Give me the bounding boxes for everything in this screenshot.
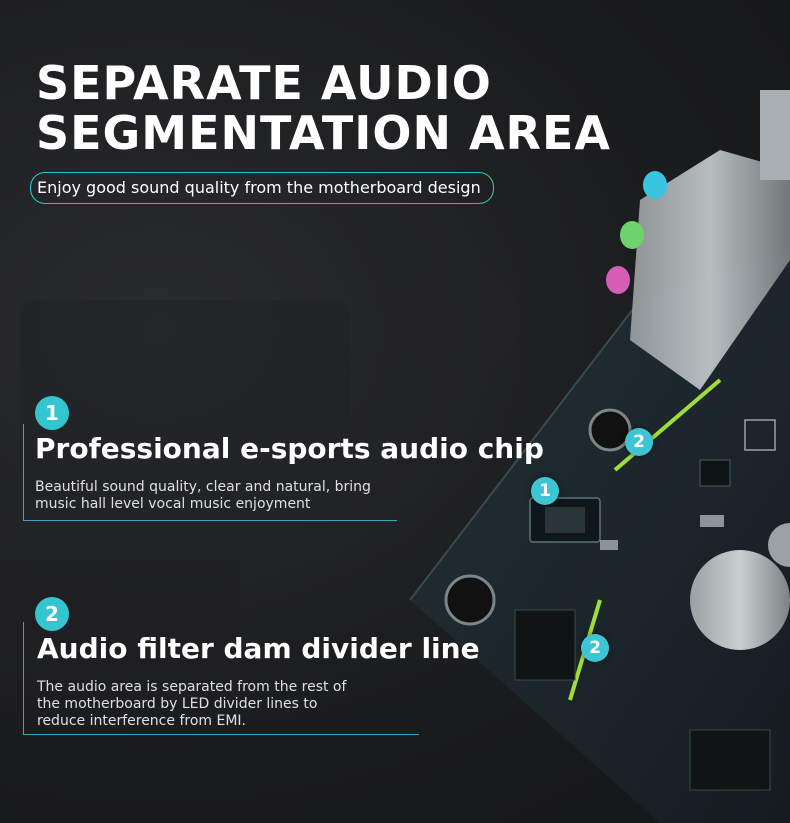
feature-desc-line: The audio area is separated from the res… [37,679,347,695]
feature-desc-line: music hall level vocal music enjoyment [35,496,311,512]
board-marker-divider: 2 [625,428,653,456]
page-title: SEPARATE AUDIO SEGMENTATION AREA [36,58,611,158]
board-marker-divider: 2 [581,634,609,662]
feature-number-badge: 1 [35,396,69,430]
feature-description: The audio area is separated from the res… [37,679,346,730]
feature-description: Beautiful sound quality, clear and natur… [35,479,371,513]
feature-frame-line [23,424,397,521]
title-line-1: SEPARATE AUDIO [36,56,492,110]
feature-desc-line: Beautiful sound quality, clear and natur… [35,479,371,495]
feature-title: Audio filter dam divider line [37,632,480,665]
feature-title: Professional e-sports audio chip [35,432,544,465]
title-line-2: SEGMENTATION AREA [36,106,611,160]
feature-frame-line [23,622,419,735]
feature-desc-line: reduce interference from EMI. [37,713,246,729]
feature-desc-line: the motherboard by LED divider lines to [37,696,318,712]
subtitle-pill: Enjoy good sound quality from the mother… [30,172,494,204]
feature-number-badge: 2 [35,597,69,631]
board-marker-chip: 1 [531,477,559,505]
